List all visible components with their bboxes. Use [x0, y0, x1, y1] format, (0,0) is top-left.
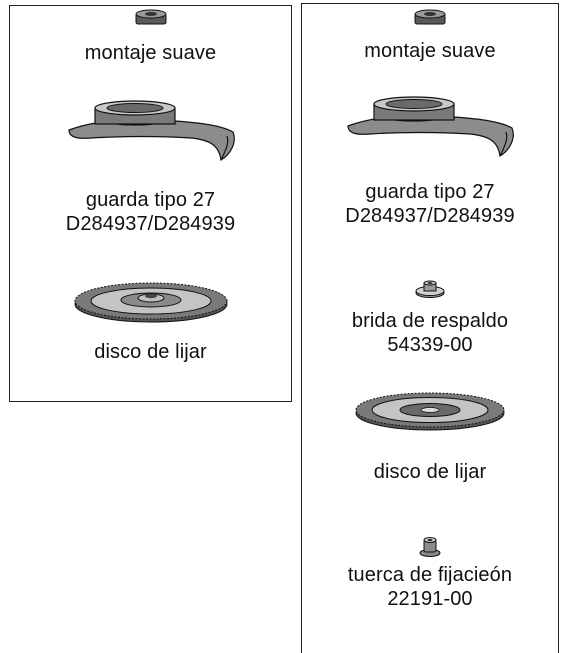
- clamp-nut-item: tuerca de fijacieón 22191-00: [302, 534, 558, 611]
- clamp-nut-part-number: 22191-00: [387, 588, 473, 610]
- sanding-disc-label: disco de lijar: [373, 461, 487, 483]
- type-27-guard-item: guarda tipo 27 D284937/D284939: [302, 94, 558, 228]
- soft-mount-icon: [135, 9, 166, 25]
- backing-flange-label: brida de respaldo: [351, 310, 509, 332]
- sanding-disc-with-flange-icon: [74, 282, 227, 323]
- type-27-guard-item: guarda tipo 27 D284937/D284939: [10, 98, 291, 236]
- sanding-disc-item: disco de lijar: [302, 388, 558, 484]
- sanding-disc-item: disco de lijar: [10, 278, 291, 364]
- soft-mount-icon: [414, 9, 446, 25]
- soft-mount-item: montaje suave: [10, 8, 291, 65]
- type-27-guard-part-numbers: D284937/D284939: [65, 213, 236, 235]
- soft-mount-item: montaje suave: [302, 8, 558, 63]
- backing-flange-item: brida de respaldo 54339-00: [302, 279, 558, 357]
- backing-flange-part-number: 54339-00: [387, 334, 473, 356]
- accessory-panel-left: montaje suave guarda tipo 27 D284937/D28…: [9, 5, 292, 402]
- type-27-guard-icon: [347, 96, 514, 157]
- type-27-guard-part-numbers: D284937/D284939: [345, 205, 515, 227]
- soft-mount-label: montaje suave: [364, 40, 496, 62]
- backing-flange-icon: [415, 280, 445, 298]
- sanding-disc-icon: [355, 392, 505, 431]
- type-27-guard-label: guarda tipo 27: [85, 189, 216, 211]
- type-27-guard-icon: [67, 100, 235, 161]
- soft-mount-label: montaje suave: [84, 42, 217, 64]
- clamp-nut-icon: [419, 537, 441, 557]
- sanding-disc-label: disco de lijar: [94, 341, 207, 363]
- clamp-nut-label: tuerca de fijacieón: [347, 564, 513, 586]
- accessory-panel-right: montaje suave guarda tipo 27 D284937/D28…: [301, 3, 559, 653]
- type-27-guard-label: guarda tipo 27: [365, 181, 495, 203]
